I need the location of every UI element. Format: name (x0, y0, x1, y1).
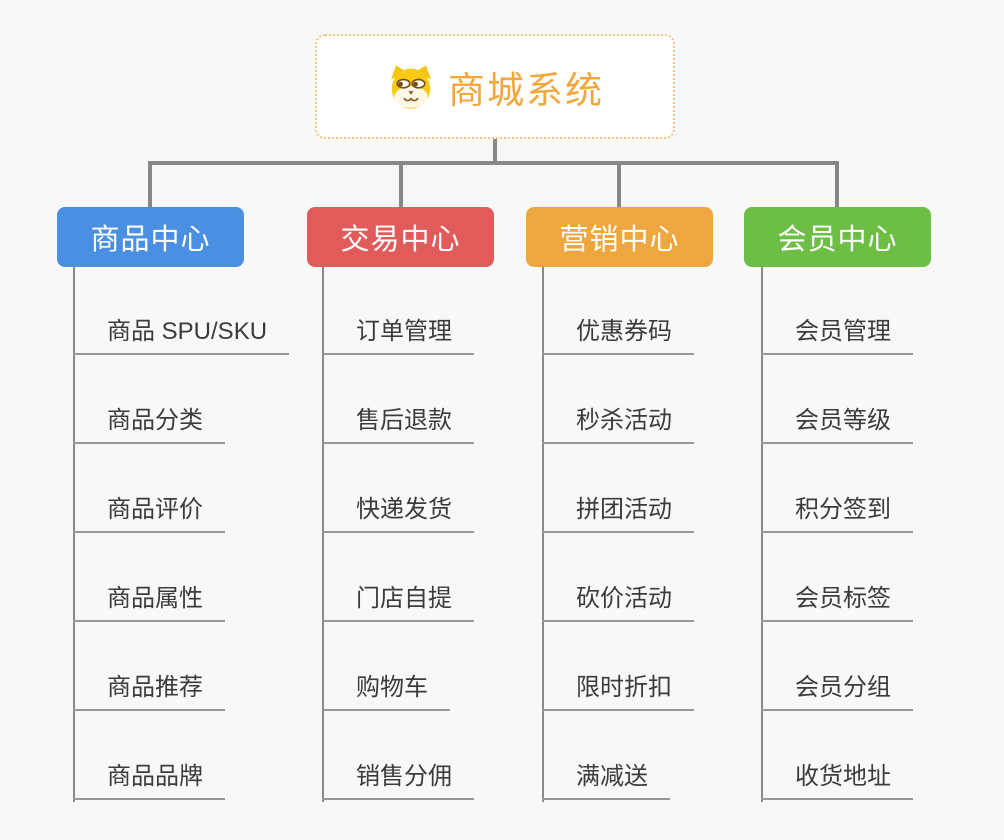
mindmap-node[interactable]: 限时折扣 (542, 673, 694, 711)
branch-marketing-center[interactable]: 营销中心 (526, 207, 713, 267)
mindmap-node[interactable]: 优惠券码 (542, 317, 694, 355)
branch-marketing-items: 优惠券码 秒杀活动 拼团活动 砍价活动 限时折扣 满减送 (542, 267, 792, 812)
branch-label: 会员中心 (777, 224, 898, 256)
root-title: 商城系统 (448, 69, 604, 111)
mindmap-node[interactable]: 售后退款 (322, 406, 474, 444)
mindmap-node[interactable]: 会员管理 (761, 317, 913, 355)
mindmap-node[interactable]: 砍价活动 (542, 584, 694, 622)
mindmap-node[interactable]: 门店自提 (322, 584, 474, 622)
mindmap-node[interactable]: 订单管理 (322, 317, 474, 355)
branch-trade-center[interactable]: 交易中心 (307, 207, 494, 267)
branch-trade-items: 订单管理 售后退款 快递发货 门店自提 购物车 销售分佣 (322, 267, 572, 812)
branch-member-center[interactable]: 会员中心 (744, 207, 931, 267)
mindmap-node[interactable]: 商品推荐 (73, 673, 225, 711)
mindmap-node[interactable]: 会员标签 (761, 584, 913, 622)
mindmap-node[interactable]: 积分签到 (761, 495, 913, 533)
branch-product-items: 商品 SPU/SKU 商品分类 商品评价 商品属性 商品推荐 商品品牌 (73, 267, 323, 812)
branch-product-center[interactable]: 商品中心 (57, 207, 244, 267)
doge-icon (391, 64, 431, 109)
mindmap-node[interactable]: 拼团活动 (542, 495, 694, 533)
mindmap-node[interactable]: 快递发货 (322, 495, 474, 533)
branch-label: 交易中心 (340, 224, 461, 256)
branch-label: 商品中心 (90, 224, 211, 256)
mindmap-node[interactable]: 收货地址 (761, 762, 913, 800)
mindmap-node[interactable]: 秒杀活动 (542, 406, 694, 444)
mindmap-node[interactable]: 满减送 (542, 762, 670, 800)
branch-member-items: 会员管理 会员等级 积分签到 会员标签 会员分组 收货地址 (761, 267, 1004, 812)
mindmap-node[interactable]: 商品分类 (73, 406, 225, 444)
mindmap-node[interactable]: 会员等级 (761, 406, 913, 444)
mindmap-node[interactable]: 商品品牌 (73, 762, 225, 800)
mindmap-node[interactable]: 会员分组 (761, 673, 913, 711)
mindmap-node[interactable]: 销售分佣 (322, 762, 474, 800)
mindmap-node[interactable]: 商品 SPU/SKU (73, 317, 290, 355)
branch-label: 营销中心 (559, 224, 680, 256)
root-node[interactable]: 商城系统 (315, 34, 675, 139)
mindmap-node[interactable]: 商品属性 (73, 584, 225, 622)
mindmap-node[interactable]: 商品评价 (73, 495, 225, 533)
mindmap-node[interactable]: 购物车 (322, 673, 450, 711)
